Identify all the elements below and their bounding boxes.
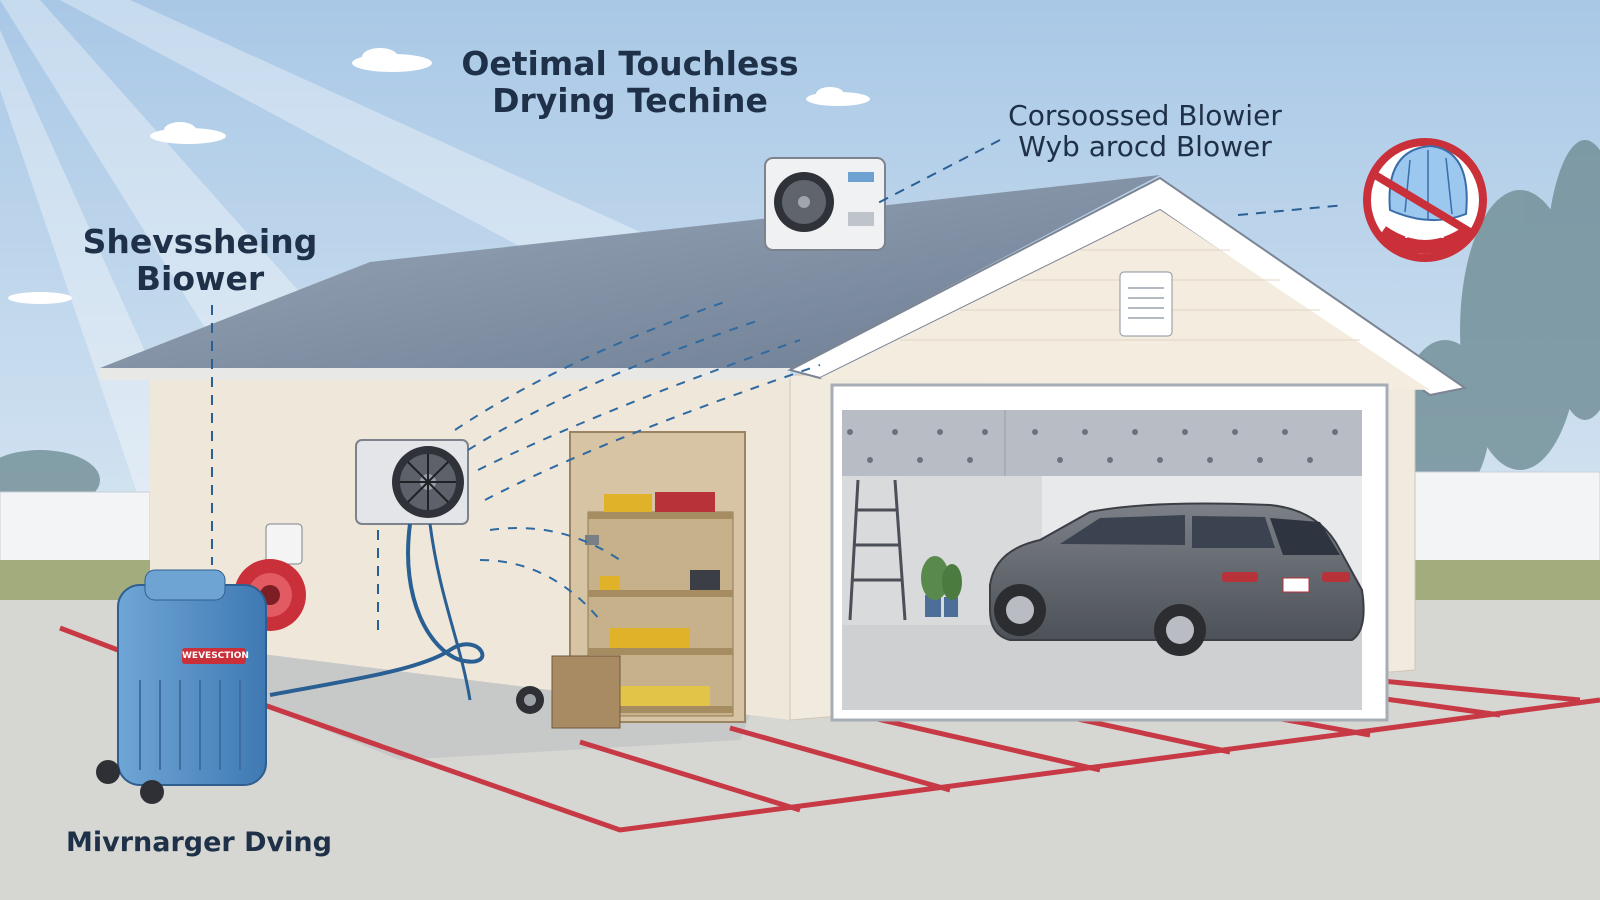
potted-plants bbox=[921, 556, 962, 617]
garage-floor bbox=[842, 625, 1362, 710]
left-blower-label-line-1: Shevssheing bbox=[82, 222, 318, 261]
ladder bbox=[848, 479, 907, 621]
guide-lines bbox=[211, 139, 1346, 630]
top-blower-label: Corsoossed Blowier Wyb arocd Blower bbox=[990, 100, 1300, 163]
left-blower-label: Shevssheing Biower bbox=[70, 222, 330, 298]
left-blower-label-line-2: Biower bbox=[135, 258, 265, 298]
gable-sign bbox=[1119, 271, 1173, 337]
dryer-unit bbox=[96, 569, 267, 804]
door-pattern bbox=[847, 429, 1338, 463]
roof-blower bbox=[764, 157, 886, 251]
blower-hose bbox=[269, 523, 485, 697]
title-line-1: Oetimal Touchless bbox=[461, 44, 799, 83]
diagram-title: Oetimal Touchless Drying Techine bbox=[420, 44, 840, 120]
roof bbox=[100, 175, 1160, 370]
clouds bbox=[8, 48, 870, 304]
wall-blower bbox=[355, 439, 469, 525]
dryer-unit-label: Mivrnarger Dving bbox=[66, 827, 332, 858]
open-door-panel bbox=[842, 410, 1362, 476]
gable-sign-text bbox=[1128, 287, 1164, 319]
dryer-badge-text: WEVESCTION bbox=[182, 651, 249, 661]
cardboard-box bbox=[551, 655, 621, 729]
logo-badge bbox=[1363, 138, 1487, 262]
title-line-2: Drying Techine bbox=[492, 80, 768, 120]
logo-badge-text: TGEK bbox=[1402, 227, 1446, 241]
top-blower-label-line-2: Wyb arocd Blower bbox=[1018, 130, 1272, 164]
top-blower-label-line-1: Corsoossed Blowier bbox=[1008, 99, 1282, 132]
car bbox=[989, 502, 1365, 656]
blower-hose-2 bbox=[428, 523, 472, 701]
air-flow-lines bbox=[454, 299, 821, 621]
roof-fascia bbox=[100, 368, 790, 380]
